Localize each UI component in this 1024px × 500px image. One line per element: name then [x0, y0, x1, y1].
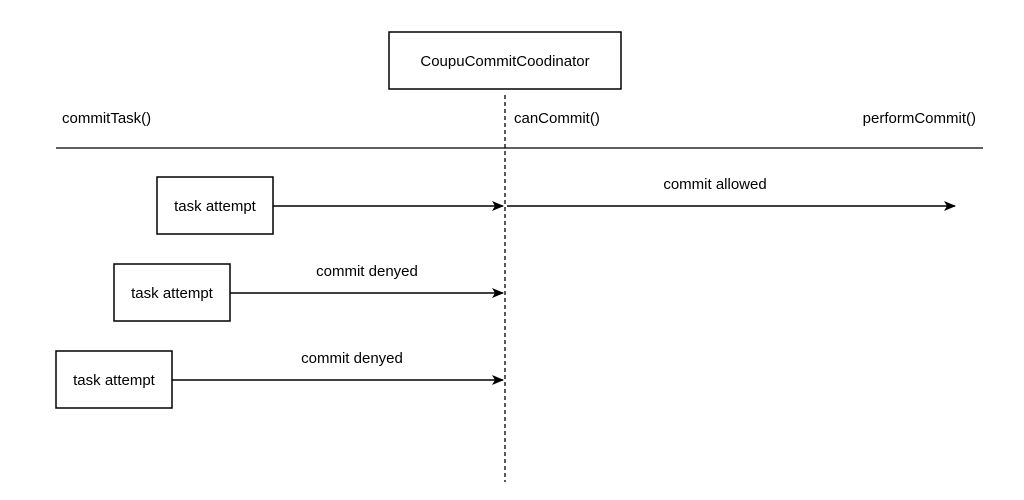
task-attempt-box: [55, 350, 173, 409]
task-attempt-label: task attempt: [174, 198, 257, 215]
task-attempt-label: task attempt: [131, 285, 214, 302]
task-attempt-label: task attempt: [73, 372, 156, 389]
header-can-commit: canCommit(): [514, 110, 600, 127]
commit-allowed-label: commit allowed: [663, 176, 766, 193]
commit-denied-label-2: commit denyed: [301, 350, 403, 367]
header-commit-task: commitTask(): [62, 110, 151, 127]
commit-denied-label-1: commit denyed: [316, 263, 418, 280]
task-attempt-3: task attempt: [55, 350, 173, 409]
task-attempt-2: task attempt: [113, 263, 231, 322]
header-perform-commit: performCommit(): [863, 110, 976, 127]
task-attempt-1: task attempt: [156, 176, 274, 235]
task-attempt-box: [113, 263, 231, 322]
coordinator-label: CoupuCommitCoodinator: [420, 53, 589, 70]
coordinator-box: [388, 31, 622, 90]
task-attempt-box: [156, 176, 274, 235]
coordinator-node: CoupuCommitCoodinator: [388, 31, 622, 90]
